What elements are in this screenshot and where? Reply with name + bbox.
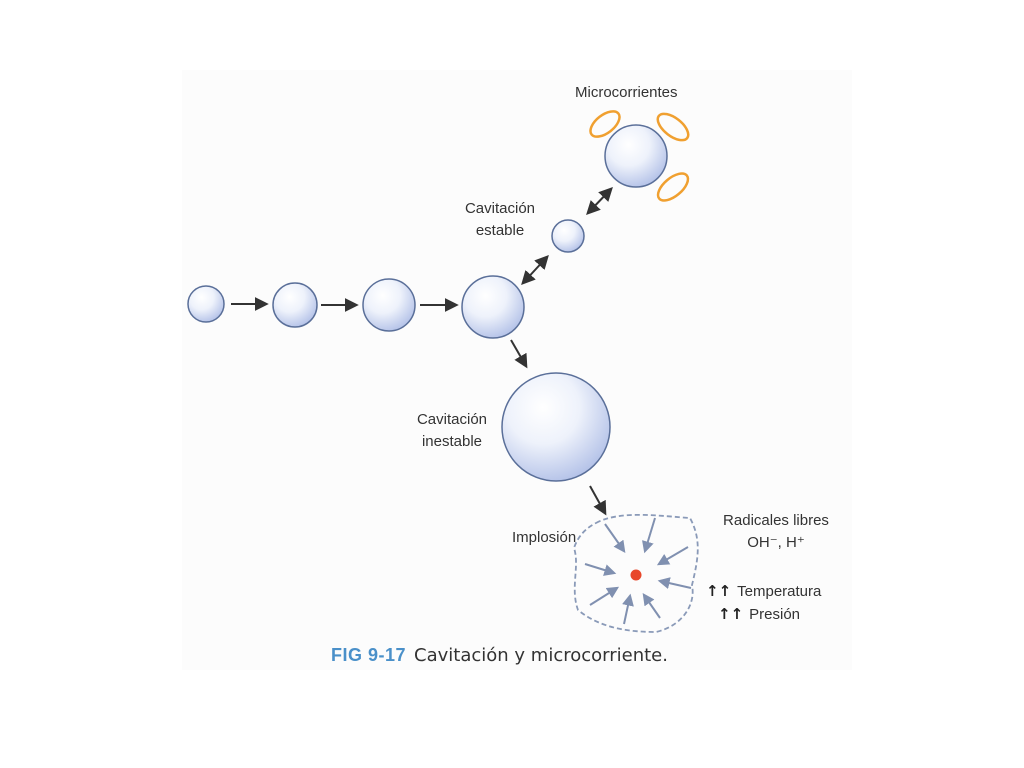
label-unstable-line2: inestable xyxy=(421,433,483,450)
figure-caption: FIG 9-17 Cavitación y microcorriente. xyxy=(331,642,668,669)
label-radicals-line2: OH⁻, H⁺ xyxy=(747,534,805,551)
bubble-2 xyxy=(272,282,318,328)
figure-number: FIG 9-17 xyxy=(331,645,407,665)
label-pressure: Presión xyxy=(749,606,800,623)
implosion-arrows xyxy=(584,517,692,625)
microcurrent-bubble xyxy=(604,124,668,188)
figure-caption-text: Cavitación y microcorriente. xyxy=(414,645,668,666)
bubble-1 xyxy=(187,285,225,323)
label-unstable-line1: Cavitación xyxy=(416,411,488,428)
up-arrows-icon: ↑↑ xyxy=(718,605,744,623)
up-arrows-icon: ↑↑ xyxy=(706,582,732,600)
double-arrow-stable xyxy=(521,254,549,286)
label-temperature-row: ↑↑ Temperatura xyxy=(706,580,821,603)
arrow-to-implosion xyxy=(589,485,607,516)
label-radicals-line1: Radicales libres xyxy=(723,512,829,529)
microcurrent-rings xyxy=(589,110,690,202)
double-arrow-microcurrent xyxy=(586,186,613,216)
bubble-4 xyxy=(461,275,525,339)
label-implosion: Implosión xyxy=(512,529,577,546)
bubble-3 xyxy=(362,278,416,332)
label-unstable-cavitation: Cavitación inestable xyxy=(400,409,504,453)
label-microcurrents: Microcorrientes xyxy=(575,84,678,101)
arrow-to-unstable xyxy=(510,339,528,369)
label-stable-line2: estable xyxy=(475,222,525,239)
hot-spot xyxy=(630,569,642,581)
figure-panel xyxy=(182,70,852,670)
label-temperature: Temperatura xyxy=(737,583,822,600)
unstable-bubble xyxy=(501,372,611,482)
label-stable-cavitation: Cavitación estable xyxy=(448,198,552,242)
label-pressure-row: ↑↑ Presión xyxy=(718,603,800,626)
label-stable-line1: Cavitación xyxy=(464,200,536,217)
label-free-radicals: Radicales libres OH⁻, H⁺ xyxy=(706,510,846,554)
stable-bubble xyxy=(551,219,585,253)
